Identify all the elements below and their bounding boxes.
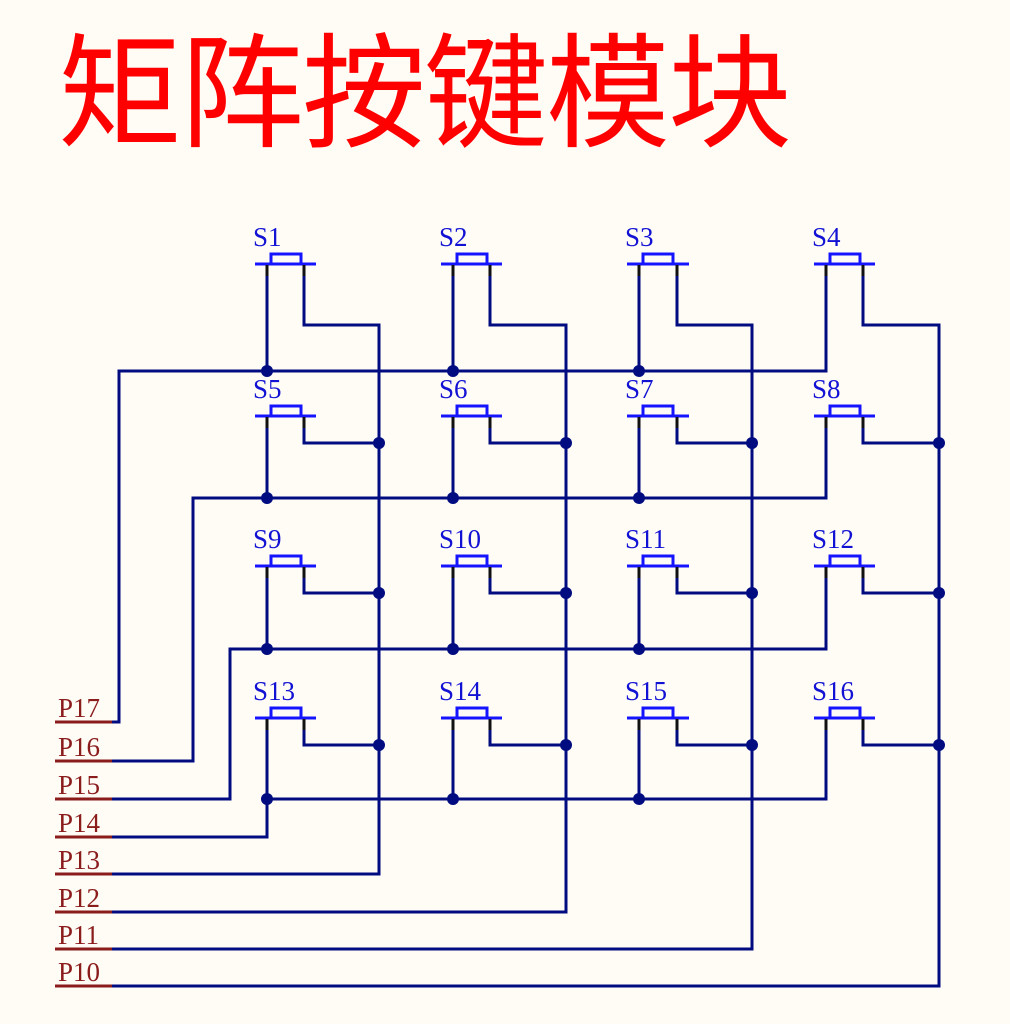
junction-dot bbox=[261, 793, 273, 805]
junction-dot bbox=[261, 643, 273, 655]
junction-dot bbox=[373, 587, 385, 599]
switch-label: S16 bbox=[812, 676, 854, 706]
junction-dot bbox=[746, 739, 758, 751]
junction-dot bbox=[633, 793, 645, 805]
port-name: P11 bbox=[58, 920, 99, 950]
switch-label: S10 bbox=[439, 524, 481, 554]
page-title: 矩阵按键模块 bbox=[58, 23, 792, 167]
push-button-switch: S9 bbox=[253, 524, 316, 578]
column-tap-4-4 bbox=[861, 727, 941, 747]
column-tap-2-1 bbox=[302, 425, 381, 445]
switch-label: S1 bbox=[253, 222, 282, 252]
push-button-switch: S8 bbox=[812, 374, 875, 428]
switch-label: S5 bbox=[253, 374, 282, 404]
row-wire-3 bbox=[60, 575, 828, 801]
column-tap-3-4 bbox=[861, 575, 941, 595]
column-wire-3 bbox=[60, 273, 754, 951]
junction-dot bbox=[373, 437, 385, 449]
switch-label: S4 bbox=[812, 222, 841, 252]
push-button-switch: S4 bbox=[812, 222, 875, 276]
column-tap-3-2 bbox=[488, 575, 568, 595]
push-button-switch: S13 bbox=[253, 676, 316, 730]
column-wire-4 bbox=[60, 273, 941, 988]
junction-dot bbox=[560, 437, 572, 449]
junction-dot bbox=[447, 793, 459, 805]
push-button-switch: S15 bbox=[625, 676, 689, 730]
junction-dot bbox=[447, 643, 459, 655]
push-button-switch: S2 bbox=[439, 222, 502, 276]
junction-dot bbox=[261, 365, 273, 377]
port-name: P16 bbox=[58, 732, 100, 762]
junction-dot bbox=[933, 587, 945, 599]
junction-dot bbox=[746, 437, 758, 449]
port-label: P16 bbox=[55, 732, 112, 763]
column-tap-4-1 bbox=[302, 727, 381, 747]
junction-dot bbox=[633, 643, 645, 655]
column-wire-2 bbox=[60, 273, 568, 914]
junction-dot bbox=[746, 587, 758, 599]
junctions bbox=[261, 365, 945, 805]
column-tap-3-1 bbox=[302, 575, 381, 595]
switch-label: S9 bbox=[253, 524, 282, 554]
push-button-switch: S6 bbox=[439, 374, 502, 428]
port-name: P14 bbox=[58, 808, 101, 838]
port-name: P12 bbox=[58, 883, 100, 913]
push-button-switch: S11 bbox=[625, 524, 689, 578]
junction-dot bbox=[447, 365, 459, 377]
port-label: P14 bbox=[55, 808, 112, 839]
push-button-switch: S14 bbox=[439, 676, 502, 730]
junction-dot bbox=[447, 492, 459, 504]
column-tap-4-2 bbox=[488, 727, 568, 747]
junction-dot bbox=[373, 739, 385, 751]
switch-label: S13 bbox=[253, 676, 295, 706]
switch-label: S7 bbox=[625, 374, 654, 404]
wires bbox=[60, 273, 941, 988]
junction-dot bbox=[933, 437, 945, 449]
row-wire-2 bbox=[60, 425, 828, 763]
push-button-switch: S1 bbox=[253, 222, 316, 276]
port-label: P11 bbox=[55, 920, 112, 951]
push-button-switch: S7 bbox=[625, 374, 689, 428]
junction-dot bbox=[560, 587, 572, 599]
switch-label: S12 bbox=[812, 524, 854, 554]
junction-dot bbox=[261, 492, 273, 504]
port-name: P10 bbox=[58, 957, 100, 987]
port-label: P17 bbox=[55, 693, 112, 724]
switch-label: S15 bbox=[625, 676, 667, 706]
switch-label: S14 bbox=[439, 676, 482, 706]
push-button-switch: S10 bbox=[439, 524, 502, 578]
push-button-switch: S5 bbox=[253, 374, 316, 428]
port-label: P10 bbox=[55, 957, 112, 988]
push-button-switch: S16 bbox=[812, 676, 875, 730]
port-label: P12 bbox=[55, 883, 112, 914]
column-tap-3-3 bbox=[675, 575, 754, 595]
switch-label: S2 bbox=[439, 222, 468, 252]
port-name: P13 bbox=[58, 845, 100, 875]
switch-label: S3 bbox=[625, 222, 654, 252]
column-tap-2-3 bbox=[675, 425, 754, 445]
port-label: P15 bbox=[55, 770, 112, 801]
column-tap-2-2 bbox=[488, 425, 568, 445]
push-button-switch: S3 bbox=[625, 222, 689, 276]
push-button-switch: S12 bbox=[812, 524, 875, 578]
port-name: P15 bbox=[58, 770, 100, 800]
port-label: P13 bbox=[55, 845, 112, 876]
port-name: P17 bbox=[58, 693, 100, 723]
junction-dot bbox=[560, 739, 572, 751]
junction-dot bbox=[633, 365, 645, 377]
column-tap-4-3 bbox=[675, 727, 754, 747]
switch-label: S11 bbox=[625, 524, 666, 554]
switch-label: S6 bbox=[439, 374, 468, 404]
junction-dot bbox=[933, 739, 945, 751]
column-wire-1 bbox=[60, 273, 381, 876]
junction-dot bbox=[633, 492, 645, 504]
column-tap-2-4 bbox=[861, 425, 941, 445]
switch-label: S8 bbox=[812, 374, 841, 404]
